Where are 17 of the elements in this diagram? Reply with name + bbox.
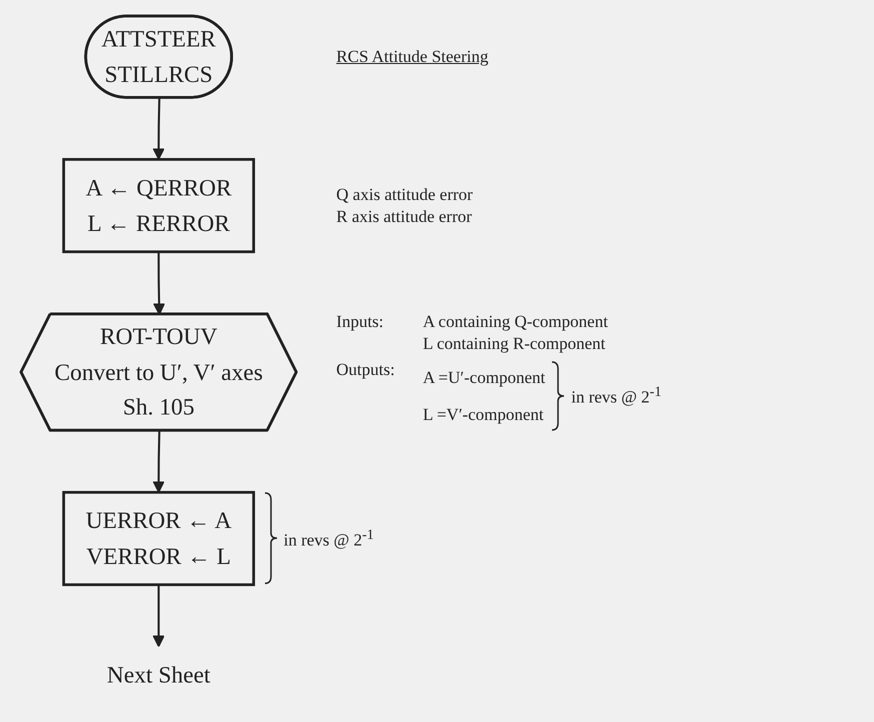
node-text: Next Sheet — [106, 662, 210, 688]
note-text: Q axis attitude error — [336, 184, 473, 204]
note-text: in revs @ 2$^{-1}$ — [284, 526, 374, 552]
diagram-title: RCS Attitude Steering — [336, 46, 488, 68]
note-text: in revs @ 2$^{-1}$ — [571, 383, 662, 409]
note-text: L =V′-component — [422, 405, 544, 424]
note-text: A =U′-component — [422, 368, 546, 387]
arrow — [152, 98, 165, 160]
note-label: Inputs: — [336, 310, 385, 333]
note-text: L containing R-component — [422, 334, 606, 353]
node-box — [62, 490, 256, 586]
node-box — [62, 158, 256, 254]
arrow — [152, 430, 165, 493]
note-text: R axis attitude error — [336, 206, 472, 226]
note-label: Outputs: — [336, 358, 395, 381]
note-text: A containing Q-component — [422, 312, 608, 331]
arrow — [152, 584, 165, 648]
